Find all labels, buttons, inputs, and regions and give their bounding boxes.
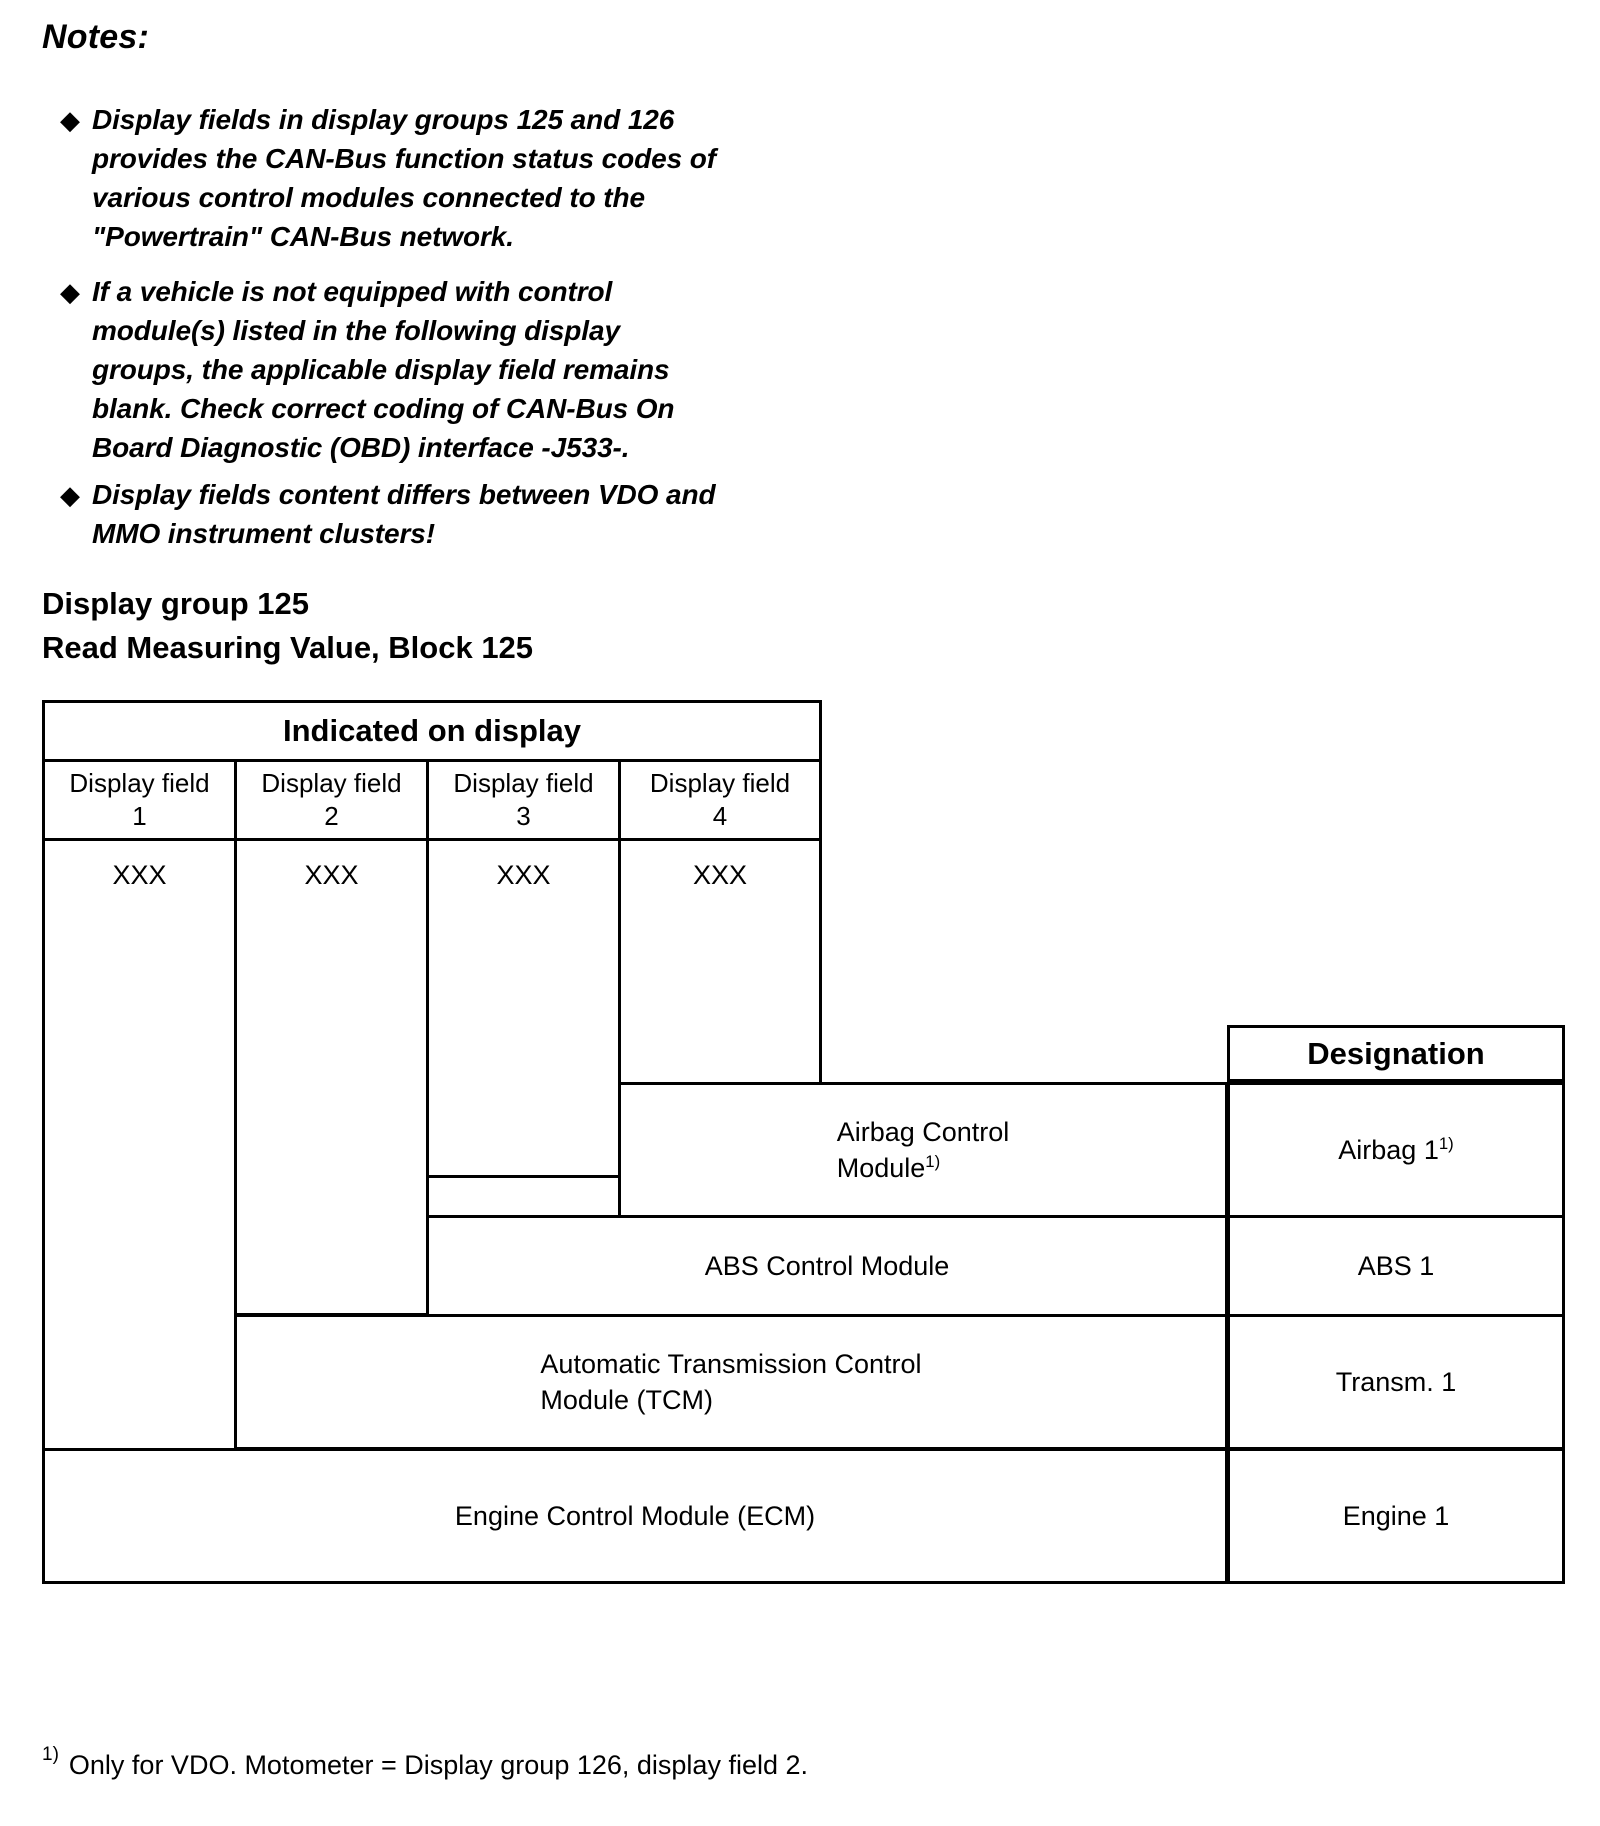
diamond-bullet-icon: ◆ [60,480,80,510]
module-name-line1: ABS Control Module [704,1251,950,1281]
note-text: If a vehicle is not equipped with contro… [92,276,675,463]
display-group-heading: Display group 125 [42,586,310,621]
display-field-number: 3 [516,801,531,831]
module-row-airbag-name: Airbag Control Module1) [618,1082,1228,1218]
display-field-label: Display field [261,768,402,798]
note-text: Display fields content differs between V… [92,479,716,549]
diamond-bullet-icon: ◆ [60,277,80,307]
note-text: Display fields in display groups 125 and… [92,104,716,252]
indicated-on-display-header: Indicated on display [42,700,822,762]
footnote-marker: 1) [925,1152,941,1171]
module-row-airbag-designation: Airbag 11) [1227,1082,1565,1218]
read-measuring-value-heading: Read Measuring Value, Block 125 [42,630,534,665]
module-name-line1: Automatic Transmission Control [540,1349,922,1379]
display-field-4-value: XXX [692,860,748,890]
module-row-engine-name: Engine Control Module (ECM) [42,1448,1228,1584]
note-item-1: ◆ Display fields in display groups 125 a… [60,100,720,256]
display-field-2-value-cell: XXX [234,838,429,1316]
footnote-marker: 1) [1438,1134,1454,1153]
module-row-abs-name: ABS Control Module [426,1215,1228,1317]
display-field-label: Display field [649,768,791,798]
designation-value: Engine 1 [1342,1501,1450,1531]
section-heading: Display group 125 Read Measuring Value, … [42,582,533,670]
display-field-4-value-cell: XXX [618,838,822,1085]
module-row-transmission-name: Automatic Transmission Control Module (T… [234,1314,1228,1450]
display-field-2-value: XXX [304,860,359,890]
display-field-1-value-cell: XXX [42,838,237,1452]
display-field-3-value: XXX [496,860,551,890]
module-row-transmission-designation: Transm. 1 [1227,1314,1565,1450]
display-field-3-value-cell: XXX [426,838,621,1178]
designation-value: ABS 1 [1357,1251,1435,1281]
footnote-text: Only for VDO. Motometer = Display group … [68,1750,808,1780]
module-name-line1: Airbag Control [836,1117,1010,1147]
display-field-3-header: Display field 3 [426,759,621,841]
display-field-number: 2 [324,801,339,831]
designation-value: Transm. 1 [1335,1367,1457,1397]
display-field-number: 4 [712,801,728,831]
notes-title: Notes: [42,18,149,56]
diamond-bullet-icon: ◆ [60,105,80,135]
display-field-number: 1 [132,801,147,831]
designation-value: Airbag 1 [1338,1135,1439,1165]
display-field-4-header: Display field 4 [618,759,822,841]
display-field-1-header: Display field 1 [42,759,237,841]
note-item-3: ◆ Display fields content differs between… [60,475,720,553]
module-name-line2: Module (TCM) [540,1385,713,1415]
module-row-engine-designation: Engine 1 [1227,1448,1565,1584]
display-field-label: Display field [69,768,210,798]
display-field-label: Display field [453,768,594,798]
module-name-line1: Engine Control Module (ECM) [454,1501,816,1531]
footnote-marker: 1) [42,1744,59,1765]
designation-header: Designation [1227,1025,1565,1082]
display-field-2-header: Display field 2 [234,759,429,841]
display-field-1-value: XXX [112,860,167,890]
module-name-line2: Module1) [836,1152,941,1183]
footnote: 1) Only for VDO. Motometer = Display gro… [42,1744,808,1781]
module-row-abs-designation: ABS 1 [1227,1215,1565,1317]
note-item-2: ◆ If a vehicle is not equipped with cont… [60,272,720,467]
